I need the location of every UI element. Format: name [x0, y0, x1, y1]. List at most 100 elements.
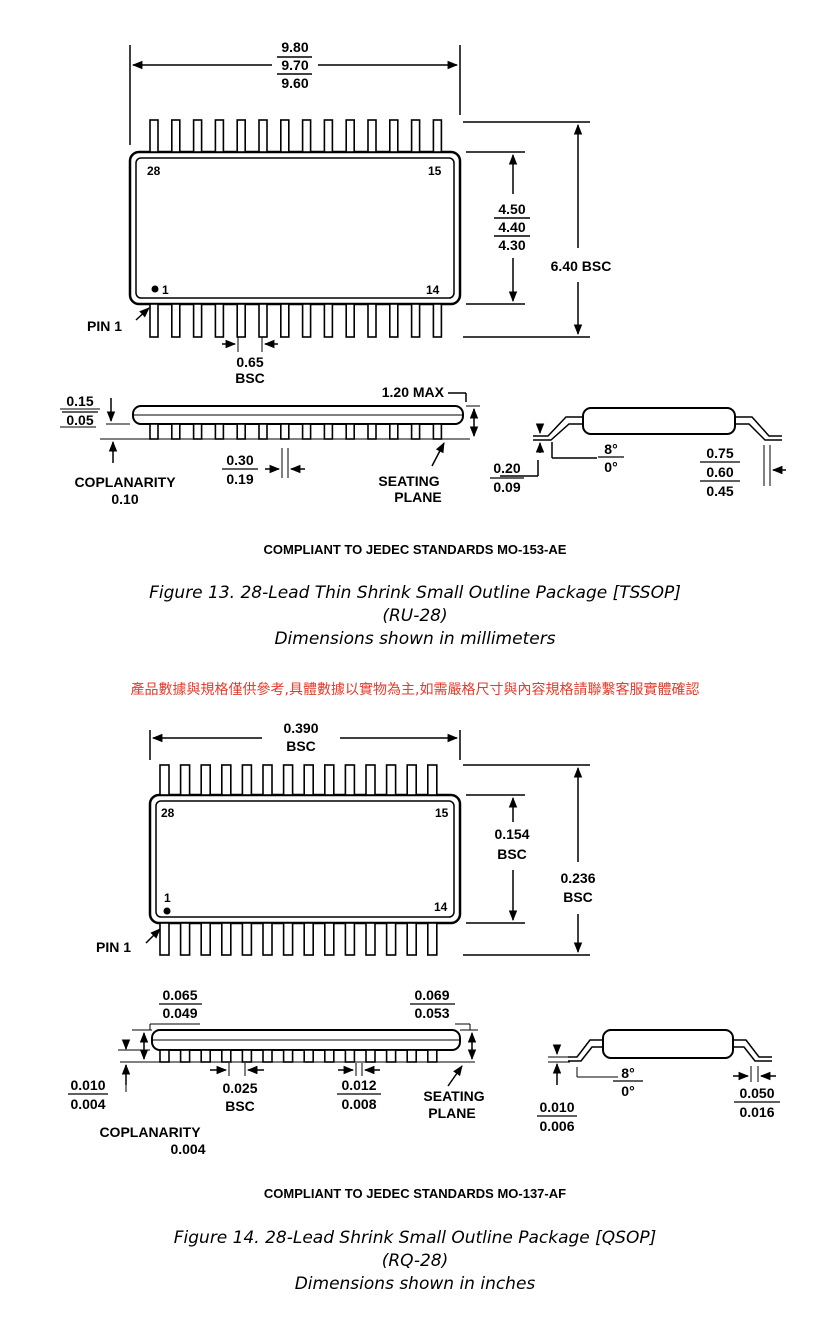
tssop-pin1-dot: [151, 285, 159, 293]
lead: [221, 922, 232, 956]
qsop-height-right-max: 0.069: [414, 987, 449, 1003]
side-lead: [426, 1049, 438, 1063]
lead: [406, 764, 418, 796]
lead: [179, 764, 191, 796]
lead: [345, 303, 356, 338]
lead: [323, 922, 335, 956]
tssop-body-outer: [128, 150, 462, 306]
tssop-end-body: [582, 407, 736, 435]
lead: [410, 119, 421, 153]
side-lead: [406, 1049, 418, 1063]
lead: [345, 119, 356, 153]
qsop-pin1-label: PIN 1: [96, 939, 131, 955]
side-lead: [241, 1049, 253, 1063]
qsop-overall-bsc: BSC: [563, 889, 593, 905]
lead: [303, 922, 315, 956]
side-lead: [258, 423, 268, 440]
tssop-standoff-max: 0.15: [66, 393, 93, 409]
lead: [282, 764, 294, 796]
side-lead: [344, 1049, 356, 1063]
side-lead: [221, 1049, 232, 1063]
qsop-body-outer: [148, 793, 462, 925]
qsop-caption-units: Dimensions shown in inches: [294, 1274, 536, 1294]
side-lead: [385, 1049, 397, 1063]
lead: [282, 922, 294, 956]
lead: [241, 922, 253, 956]
tssop-pitch-bsc: BSC: [235, 370, 265, 386]
tssop-pin-14: 14: [426, 283, 440, 297]
qsop-lead-width-max: 0.012: [341, 1077, 376, 1093]
side-lead: [303, 1049, 315, 1063]
side-lead: [323, 1049, 335, 1063]
side-lead: [345, 423, 356, 440]
side-lead: [236, 423, 246, 440]
qsop-length-bsc: BSC: [286, 738, 316, 754]
tssop-width-nom: 4.40: [498, 219, 525, 235]
lead: [426, 764, 438, 796]
qsop-pitch-bsc: BSC: [225, 1098, 255, 1114]
qsop-labels: 0.390 BSC 0.154 BSC 0.236 BSC 28 15 1 14…: [70, 720, 774, 1157]
tssop-standoff-min: 0.05: [66, 412, 93, 428]
qsop-pin-28: 28: [161, 806, 175, 820]
tssop-caption-units: Dimensions shown in millimeters: [274, 629, 556, 649]
lead: [258, 119, 268, 153]
tssop-caption-code: (RU-28): [382, 606, 448, 626]
qsop-height-right-min: 0.053: [414, 1005, 449, 1021]
lead: [301, 119, 312, 153]
lead: [365, 922, 376, 956]
qsop-side-leads: [159, 1049, 438, 1063]
lead: [262, 764, 273, 796]
tssop-length-nom: 9.70: [281, 57, 308, 73]
lead: [344, 764, 356, 796]
qsop-angle-min: 0°: [621, 1083, 634, 1099]
side-lead: [214, 423, 225, 440]
tssop-angle-max: 8°: [604, 441, 617, 457]
qsop-thickness-max: 0.010: [539, 1099, 574, 1115]
lead: [365, 764, 376, 796]
lead: [323, 119, 334, 153]
tssop-pin-1: 1: [162, 283, 169, 297]
tssop-width-max: 4.50: [498, 201, 525, 217]
tssop-side-leads: [149, 423, 443, 440]
qsop-width-bsc: BSC: [497, 846, 527, 862]
tssop-foot-nom: 0.60: [706, 464, 733, 480]
qsop-body-inner: [155, 800, 455, 918]
lead: [367, 119, 377, 153]
lead: [410, 303, 421, 338]
lead: [258, 303, 268, 338]
tssop-overall-width: 6.40 BSC: [551, 258, 612, 274]
qsop-foot-max: 0.050: [739, 1085, 774, 1101]
lead: [192, 119, 203, 153]
tssop-lead-width-max: 0.30: [226, 452, 253, 468]
side-lead: [179, 1049, 191, 1063]
side-lead: [171, 423, 181, 440]
side-lead: [159, 1049, 170, 1063]
lead: [149, 303, 159, 338]
qsop-coplanarity-label: COPLANARITY: [99, 1124, 201, 1140]
qsop-thickness-min: 0.006: [539, 1118, 574, 1134]
lead: [385, 764, 397, 796]
side-lead: [323, 423, 334, 440]
qsop-coplanarity-value: 0.004: [170, 1141, 205, 1157]
lead: [221, 764, 232, 796]
tssop-angle-min: 0°: [604, 459, 617, 475]
side-lead: [301, 423, 312, 440]
qsop-end-body: [602, 1029, 734, 1059]
qsop-length-value: 0.390: [283, 720, 318, 736]
qsop-lead-width-min: 0.008: [341, 1096, 376, 1112]
lead: [214, 303, 225, 338]
lead: [159, 922, 170, 956]
qsop-leads: [159, 764, 438, 956]
tssop-length-min: 9.60: [281, 75, 308, 91]
side-lead: [282, 1049, 294, 1063]
qsop-angle-max: 8°: [621, 1065, 634, 1081]
qsop-caption-code: (RQ-28): [381, 1251, 449, 1271]
tssop-height: 1.20 MAX: [382, 384, 445, 400]
lead: [432, 303, 443, 338]
lead: [406, 922, 418, 956]
lead: [323, 303, 334, 338]
side-lead: [200, 1049, 211, 1063]
qsop-width-value: 0.154: [494, 826, 529, 842]
tssop-labels: 9.80 9.70 9.60 4.50 4.40 4.30 6.40 BSC 2…: [66, 39, 733, 507]
tssop-foot-min: 0.45: [706, 483, 733, 499]
